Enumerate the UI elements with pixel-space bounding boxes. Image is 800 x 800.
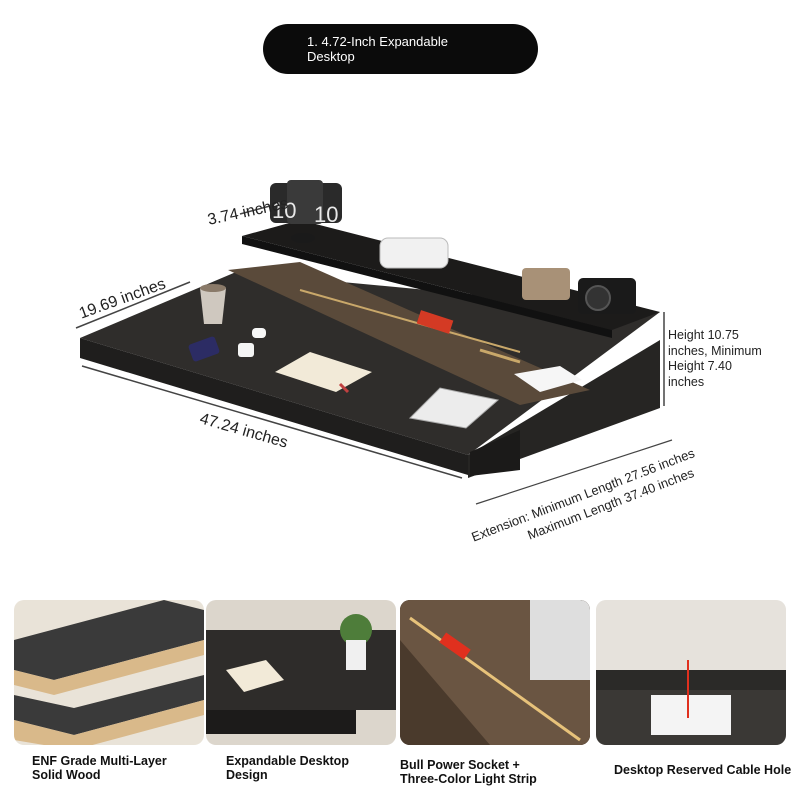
feature-caption-line-2: Three-Color Light Strip <box>400 772 537 786</box>
top-shelf-edge <box>242 236 612 338</box>
feature-caption-wood: ENF Grade Multi-Layer Solid Wood <box>32 754 167 782</box>
desk-depth-line <box>75 281 191 329</box>
height-label: Height 10.75 inches, Minimum Height 7.40… <box>668 328 800 390</box>
feature-image-wood <box>14 600 204 745</box>
top-shelf <box>242 220 660 330</box>
books-stack <box>514 366 582 392</box>
phone <box>188 336 220 362</box>
watch <box>238 343 254 357</box>
coffee-cup <box>200 288 226 324</box>
feature-caption-line-1: Expandable Desktop <box>226 754 349 768</box>
feature-caption-line-1: Desktop Reserved Cable Hole <box>614 763 792 777</box>
height-line-3: Height 7.40 <box>668 359 732 373</box>
feature-caption-line-1: Bull Power Socket + <box>400 758 520 772</box>
router <box>379 237 449 269</box>
feature-caption-line-1: ENF Grade Multi-Layer <box>32 754 167 768</box>
desk-illustration: 10 10 <box>75 180 673 505</box>
feature-caption-line-2: Solid Wood <box>32 768 101 782</box>
earbuds-case <box>252 328 266 338</box>
feature-caption-cable-hole: Desktop Reserved Cable Hole <box>614 763 791 777</box>
feature-caption-line-2: Design <box>226 768 268 782</box>
title-badge: 1. 4.72-Inch Expandable Desktop <box>263 24 538 74</box>
feature-image-cable-hole <box>596 600 786 745</box>
feature-image-socket <box>400 600 590 745</box>
storage-tray <box>228 262 590 405</box>
clock-digits-right: 10 <box>314 202 338 227</box>
notebook <box>275 352 372 392</box>
speaker <box>522 268 570 300</box>
shelf-depth-line <box>239 205 271 215</box>
feature-caption-socket: Bull Power Socket + Three-Color Light St… <box>400 758 537 786</box>
book <box>408 387 500 429</box>
power-socket <box>416 310 454 334</box>
title-line-2: Desktop <box>307 49 355 64</box>
feature-image-expandable <box>206 600 396 745</box>
desk-top <box>80 272 660 455</box>
height-line-1: Height 10.75 <box>668 328 739 342</box>
extension-line <box>475 439 673 505</box>
drawer-face <box>470 430 520 476</box>
desk-width-line <box>81 365 463 479</box>
height-line-4: inches <box>668 374 705 389</box>
height-line-2: inches, Minimum <box>668 343 762 358</box>
title-line-1: 1. 4.72-Inch Expandable <box>307 34 448 49</box>
desk-front-edge <box>80 338 468 475</box>
clock-digits-left: 10 <box>272 198 296 223</box>
feature-caption-expandable: Expandable Desktop Design <box>226 754 349 782</box>
